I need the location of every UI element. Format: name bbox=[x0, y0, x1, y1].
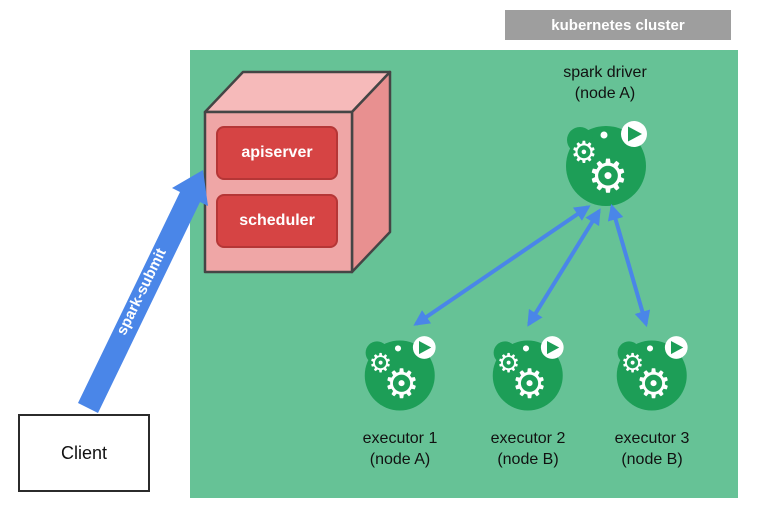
executor-2-pod-icon: ⚙ ⚙ bbox=[484, 330, 568, 414]
pod-dot bbox=[522, 345, 530, 352]
pod-dot bbox=[394, 345, 402, 352]
spark-driver-label-line1: spark driver bbox=[563, 64, 647, 81]
executor-2-label: executor 2 (node B) bbox=[458, 428, 598, 470]
executor-3-pod-icon: ⚙ ⚙ bbox=[608, 330, 692, 414]
executor-2-label-line1: executor 2 bbox=[490, 430, 566, 447]
large-gear-icon: ⚙ bbox=[587, 149, 628, 203]
executor-3-label-line1: executor 3 bbox=[614, 430, 690, 447]
executor-3-label: executor 3 (node B) bbox=[582, 428, 722, 470]
pod-body-bump bbox=[365, 341, 389, 365]
pod-icon-svg: ⚙ ⚙ bbox=[492, 336, 564, 411]
large-gear-icon: ⚙ bbox=[383, 361, 419, 407]
executor-1-pod-icon: ⚙ ⚙ bbox=[356, 330, 440, 414]
client-label: Client bbox=[60, 442, 108, 463]
spark-submit-label: spark-submit bbox=[113, 246, 170, 338]
spark-driver-label-line2: (node A) bbox=[574, 85, 636, 102]
executor-3-label-line2: (node B) bbox=[621, 451, 683, 468]
play-icon bbox=[419, 340, 432, 355]
large-gear-icon: ⚙ bbox=[511, 361, 547, 407]
pod-icon-svg: ⚙ ⚙ bbox=[364, 336, 436, 411]
pod-icon-svg: ⚙ ⚙ bbox=[616, 336, 688, 411]
spark-driver-pod-icon: ⚙ ⚙ bbox=[556, 114, 652, 210]
play-icon bbox=[547, 340, 560, 355]
small-gear-icon: ⚙ bbox=[571, 136, 598, 171]
pod-dot bbox=[600, 131, 608, 139]
play-icon bbox=[628, 126, 642, 142]
pod-dot bbox=[646, 345, 654, 352]
executor-1-label-line1: executor 1 bbox=[362, 430, 438, 447]
kubernetes-cluster-label: kubernetes cluster bbox=[505, 10, 731, 40]
executor-1-label: executor 1 (node A) bbox=[330, 428, 470, 470]
pod-body-bump bbox=[617, 341, 641, 365]
spark-submit-arrow bbox=[78, 170, 208, 413]
apiserver-box: apiserver bbox=[216, 126, 338, 180]
spark-driver-label: spark driver (node A) bbox=[519, 62, 691, 104]
pod-icon-svg: ⚙ ⚙ bbox=[566, 121, 647, 206]
executor-1-label-line2: (node A) bbox=[369, 451, 431, 468]
pod-body-bump bbox=[493, 341, 517, 365]
small-gear-icon: ⚙ bbox=[497, 349, 521, 379]
executor-2-label-line2: (node B) bbox=[497, 451, 559, 468]
scheduler-box: scheduler bbox=[216, 194, 338, 248]
client-box: Client bbox=[18, 414, 150, 492]
play-icon bbox=[671, 340, 684, 355]
small-gear-icon: ⚙ bbox=[369, 349, 393, 379]
pod-body-bump bbox=[567, 127, 593, 153]
small-gear-icon: ⚙ bbox=[621, 349, 645, 379]
large-gear-icon: ⚙ bbox=[635, 361, 671, 407]
